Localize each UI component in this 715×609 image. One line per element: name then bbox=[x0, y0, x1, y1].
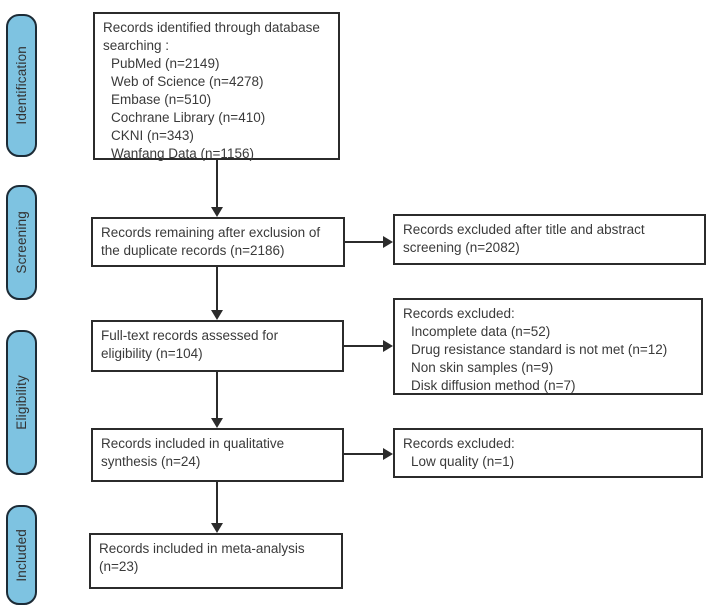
stage-identification: Identification bbox=[6, 14, 37, 157]
box-text-line: Records excluded: bbox=[403, 306, 515, 321]
box-meta-analysis: Records included in meta-analysis (n=23) bbox=[89, 533, 343, 589]
box-excluded-title-abstract: Records excluded after title and abstrac… bbox=[393, 214, 706, 265]
database-item: Web of Science (n=4278) bbox=[111, 74, 264, 89]
database-item: PubMed (n=2149) bbox=[111, 56, 220, 71]
database-item: Wanfang Data (n=1156) bbox=[111, 146, 254, 161]
arrow-fulltext-to-excluded bbox=[344, 340, 393, 352]
box-text-line: eligibility (n=104) bbox=[101, 346, 203, 361]
exclusion-reason: Low quality (n=1) bbox=[411, 454, 515, 469]
exclusion-reason: Drug resistance standard is not met (n=1… bbox=[411, 342, 668, 357]
arrow-identified-to-deduplicated bbox=[211, 160, 223, 217]
arrow-qualitative-to-excluded bbox=[344, 448, 393, 460]
box-records-identified: Records identified through database sear… bbox=[93, 12, 340, 161]
arrow-deduplicated-to-fulltext bbox=[211, 267, 223, 320]
box-text-line: Full-text records assessed for bbox=[101, 328, 279, 343]
box-qualitative-synthesis: Records included in qualitative synthesi… bbox=[91, 428, 344, 482]
box-text-line: Records identified through database bbox=[103, 20, 320, 35]
box-text-line: Records remaining after exclusion of bbox=[101, 225, 321, 240]
database-item: Embase (n=510) bbox=[111, 92, 212, 107]
exclusion-reason: Non skin samples (n=9) bbox=[411, 360, 554, 375]
stage-screening-label: Screening bbox=[14, 211, 29, 274]
exclusion-reason: Disk diffusion method (n=7) bbox=[411, 378, 576, 393]
stage-included-label: Included bbox=[14, 528, 29, 582]
database-item: Cochrane Library (n=410) bbox=[111, 110, 266, 125]
arrow-deduplicated-to-excluded bbox=[345, 236, 393, 248]
box-text-line: searching : bbox=[103, 38, 170, 53]
stage-identification-label: Identification bbox=[14, 46, 29, 125]
box-excluded-fulltext-reasons: Records excluded: Incomplete data (n=52)… bbox=[393, 298, 703, 395]
box-fulltext-assessed: Full-text records assessed for eligibili… bbox=[91, 320, 344, 372]
box-text-line: Records included in meta-analysis bbox=[99, 541, 305, 556]
box-text-line: Records excluded after title and abstrac… bbox=[403, 222, 645, 237]
stage-screening: Screening bbox=[6, 185, 37, 300]
box-text-line: (n=23) bbox=[99, 559, 139, 574]
box-text-line: screening (n=2082) bbox=[403, 240, 520, 255]
box-duplicates-removed: Records remaining after exclusion of the… bbox=[91, 217, 345, 267]
stage-eligibility: Eligibility bbox=[6, 330, 37, 475]
box-text-line: the duplicate records (n=2186) bbox=[101, 243, 285, 258]
stage-included: Included bbox=[6, 505, 37, 605]
box-text-line: Records included in qualitative bbox=[101, 436, 285, 451]
arrow-fulltext-to-qualitative bbox=[211, 372, 223, 428]
box-text-line: Records excluded: bbox=[403, 436, 515, 451]
stage-eligibility-label: Eligibility bbox=[14, 375, 29, 430]
exclusion-reason: Incomplete data (n=52) bbox=[411, 324, 551, 339]
box-excluded-low-quality: Records excluded: Low quality (n=1) bbox=[393, 428, 703, 478]
database-item: CKNI (n=343) bbox=[111, 128, 194, 143]
box-text-line: synthesis (n=24) bbox=[101, 454, 201, 469]
arrow-qualitative-to-meta bbox=[211, 482, 223, 533]
